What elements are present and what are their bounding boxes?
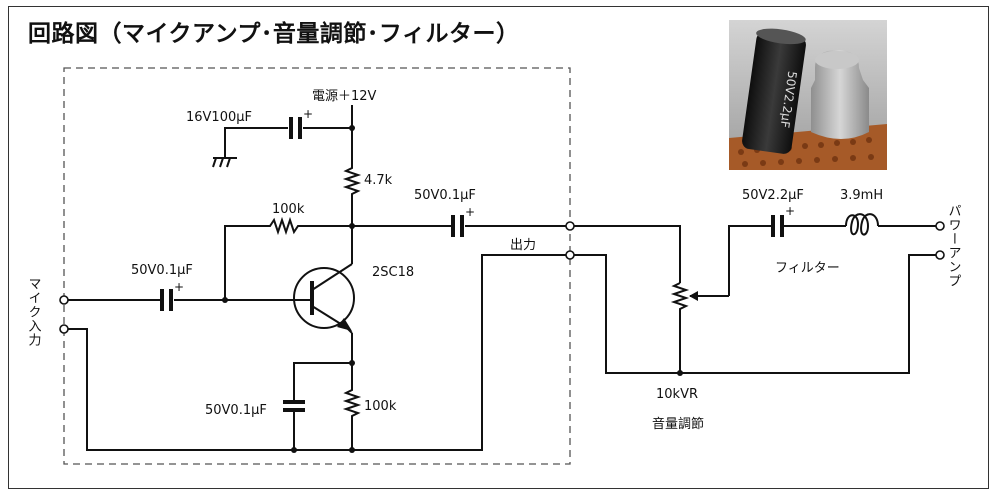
inductor-label: 3.9mH — [840, 188, 883, 203]
mic-input-terminal-ground — [59, 324, 69, 334]
mic-input-terminal-signal — [59, 295, 69, 305]
inductor-component — [811, 50, 869, 139]
feedback-resistor — [224, 216, 352, 300]
amp-output-label: 出力 — [510, 238, 536, 253]
emitter-capacitor-label: 50V0.1μF — [205, 403, 267, 418]
volume-caption: 音量調節 — [652, 416, 704, 432]
power-rail — [349, 105, 355, 165]
output-capacitor-label: 50V0.1μF — [414, 188, 476, 203]
power-amp-label: パワーアンプ — [946, 204, 962, 288]
input-capacitor-label: 50V0.1μF — [131, 263, 193, 278]
svg-text:+: + — [465, 205, 475, 219]
volume-potentiometer — [574, 225, 938, 376]
volume-pot-label: 10kVR — [656, 387, 698, 402]
filter-capacitor-label: 50V2.2μF — [742, 188, 804, 203]
filter-capacitor: + — [771, 204, 846, 237]
power-supply-label: 電源＋12V — [312, 89, 377, 104]
svg-text:+: + — [785, 204, 795, 218]
electrolytic-capacitor: 50V2.2μF — [742, 28, 806, 154]
power-amp-terminal-ground — [935, 250, 945, 260]
emitter-resistor — [342, 363, 362, 450]
ground-return — [68, 254, 566, 453]
amp-output-terminal-signal — [565, 221, 575, 231]
diagram-frame — [8, 6, 989, 489]
filter-inductor — [845, 213, 936, 236]
bypass-capacitor: + — [212, 107, 352, 168]
power-amp-terminal-signal — [935, 221, 945, 231]
transistor — [225, 226, 355, 363]
input-capacitor: + — [68, 280, 228, 311]
amp-output-terminal-ground — [565, 250, 575, 260]
svg-text:+: + — [303, 107, 313, 121]
component-photo: 50V2.2μF — [729, 20, 887, 170]
amplifier-enclosure — [63, 67, 571, 465]
transistor-label: 2SC18 — [372, 265, 414, 280]
emitter-capacitor — [283, 362, 352, 450]
feedback-resistor-label: 100k — [272, 202, 305, 217]
svg-text:+: + — [174, 280, 184, 294]
filter-caption: フィルター — [775, 261, 840, 276]
bypass-capacitor-label: 16V100μF — [186, 110, 252, 125]
emitter-resistor-label: 100k — [364, 399, 397, 414]
mic-input-label: マイク入力 — [26, 277, 42, 347]
diagram-title: 回路図（マイクアンプ･音量調節･フィルター） — [28, 21, 520, 47]
output-capacitor: + — [352, 205, 566, 237]
collector-resistor-label: 4.7k — [364, 173, 393, 188]
collector-resistor — [342, 165, 362, 226]
